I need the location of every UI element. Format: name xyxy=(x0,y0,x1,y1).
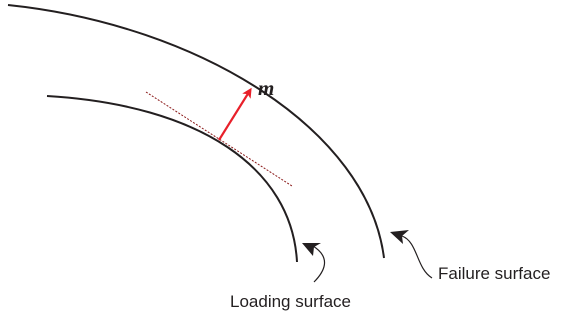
failure-surface-leader xyxy=(401,235,433,279)
normal-vector-arrow xyxy=(218,87,252,141)
failure-surface-arrowhead xyxy=(390,230,409,244)
failure-surface-curve xyxy=(7,4,385,259)
loading-surface-arrowhead xyxy=(302,243,321,256)
loading-surface-curve xyxy=(46,95,298,263)
loading-surface-leader xyxy=(312,245,325,283)
normal-vector-label: m xyxy=(258,76,274,100)
tangent-line xyxy=(145,91,293,187)
failure-surface-label: Failure surface xyxy=(438,264,550,283)
loading-surface-label: Loading surface xyxy=(230,292,351,311)
